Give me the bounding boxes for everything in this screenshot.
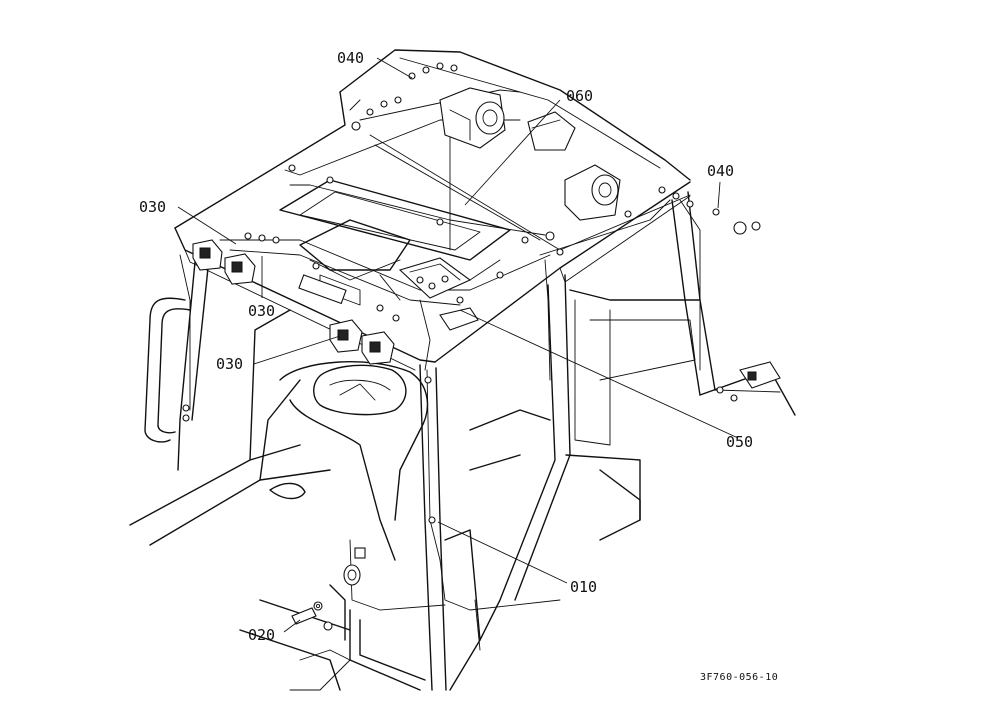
label-020: 020 [248,626,275,644]
leader-lines [177,57,739,633]
roof-harness [179,89,701,611]
dome-lamp [527,111,576,151]
drawing-code: 3F760-056-10 [700,672,778,683]
handrail [144,297,191,443]
connectors [182,62,761,586]
label-030-a: 030 [139,198,166,216]
label-010: 010 [570,578,597,596]
cab-frame [177,191,796,691]
fuse-relay-block [398,257,472,299]
wiper-motor [439,87,506,149]
label-040-top: 040 [337,49,364,67]
label-040-right: 040 [707,162,734,180]
label-030-c: 030 [216,355,243,373]
ground-bolt [291,601,333,631]
rear-wiper-motor [564,164,621,221]
tractor-body [129,309,641,691]
work-lights [192,239,781,389]
label-050: 050 [726,433,753,451]
roof-panel-tray [279,179,511,306]
label-030-b: 030 [248,302,275,320]
label-060: 060 [566,87,593,105]
